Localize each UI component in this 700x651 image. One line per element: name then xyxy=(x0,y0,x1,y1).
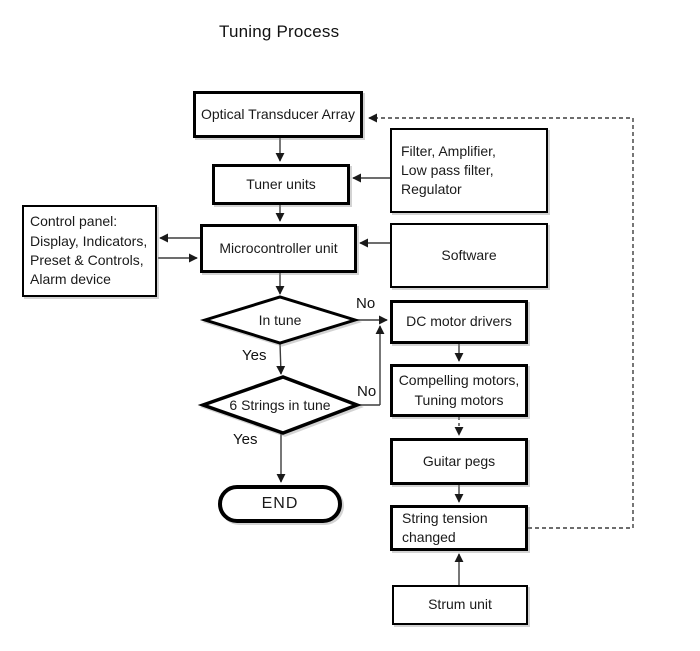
node-microcontroller-unit: Microcontroller unit xyxy=(200,224,357,273)
label-six-strings-no: No xyxy=(357,383,377,400)
label-six-strings-yes: Yes xyxy=(233,431,258,448)
node-tuner-units: Tuner units xyxy=(212,164,350,205)
node-filter-amplifier: Filter, Amplifier, Low pass filter, Regu… xyxy=(390,128,548,213)
edge-intune-sixstrings xyxy=(276,342,286,375)
edge-feedback-dashed xyxy=(368,113,634,529)
node-end-terminator: END xyxy=(218,485,342,523)
node-compelling-motors: Compelling motors, Tuning motors xyxy=(390,364,528,417)
decision-six-strings-shape xyxy=(197,375,362,435)
decision-in-tune-shape xyxy=(199,295,361,345)
node-guitar-pegs: Guitar pegs xyxy=(390,438,528,485)
node-string-tension-changed: String tension changed xyxy=(390,505,528,551)
node-control-panel: Control panel: Display, Indicators, Pres… xyxy=(22,205,157,297)
node-optical-transducer-array: Optical Transducer Array xyxy=(193,91,363,138)
node-strum-unit: Strum unit xyxy=(392,585,528,625)
node-dc-motor-drivers: DC motor drivers xyxy=(390,300,528,344)
diagram-title: Tuning Process xyxy=(219,22,340,41)
label-in-tune-no: No xyxy=(356,295,376,312)
node-software: Software xyxy=(390,223,548,288)
label-in-tune-yes: Yes xyxy=(242,347,267,364)
